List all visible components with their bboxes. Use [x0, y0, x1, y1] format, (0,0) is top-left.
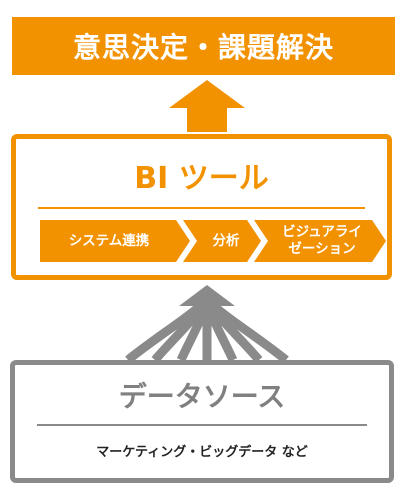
data-source-divider — [37, 424, 367, 426]
bi-process-steps: システム連携 分析 ビジュアライ ゼーション — [40, 220, 386, 262]
step-label: ビジュアライ ゼーション — [282, 224, 362, 257]
bi-tool-box: BI ツール システム連携 分析 ビジュアライ ゼーション — [11, 134, 392, 280]
converging-arrowhead — [179, 285, 235, 306]
data-source-caption: マーケティング・ビッグデータ など — [96, 445, 308, 460]
step-visualization: ビジュアライ ゼーション — [254, 220, 386, 262]
up-arrow-icon — [169, 80, 245, 132]
bi-tool-title: BI ツール — [134, 161, 269, 196]
converging-flow-lines — [125, 296, 289, 364]
step-system-integration: システム連携 — [40, 220, 190, 262]
step-analysis: 分析 — [183, 220, 261, 262]
step-label: 分析 — [212, 232, 240, 249]
step-label: システム連携 — [68, 232, 150, 249]
data-source-title: データソース — [118, 380, 286, 413]
decision-label: 意思決定・課題解決 — [72, 31, 334, 64]
data-source-box: データソース マーケティング・ビッグデータ など — [10, 360, 394, 483]
decision-banner: 意思決定・課題解決 — [12, 17, 395, 75]
bi-tool-divider — [38, 207, 365, 209]
